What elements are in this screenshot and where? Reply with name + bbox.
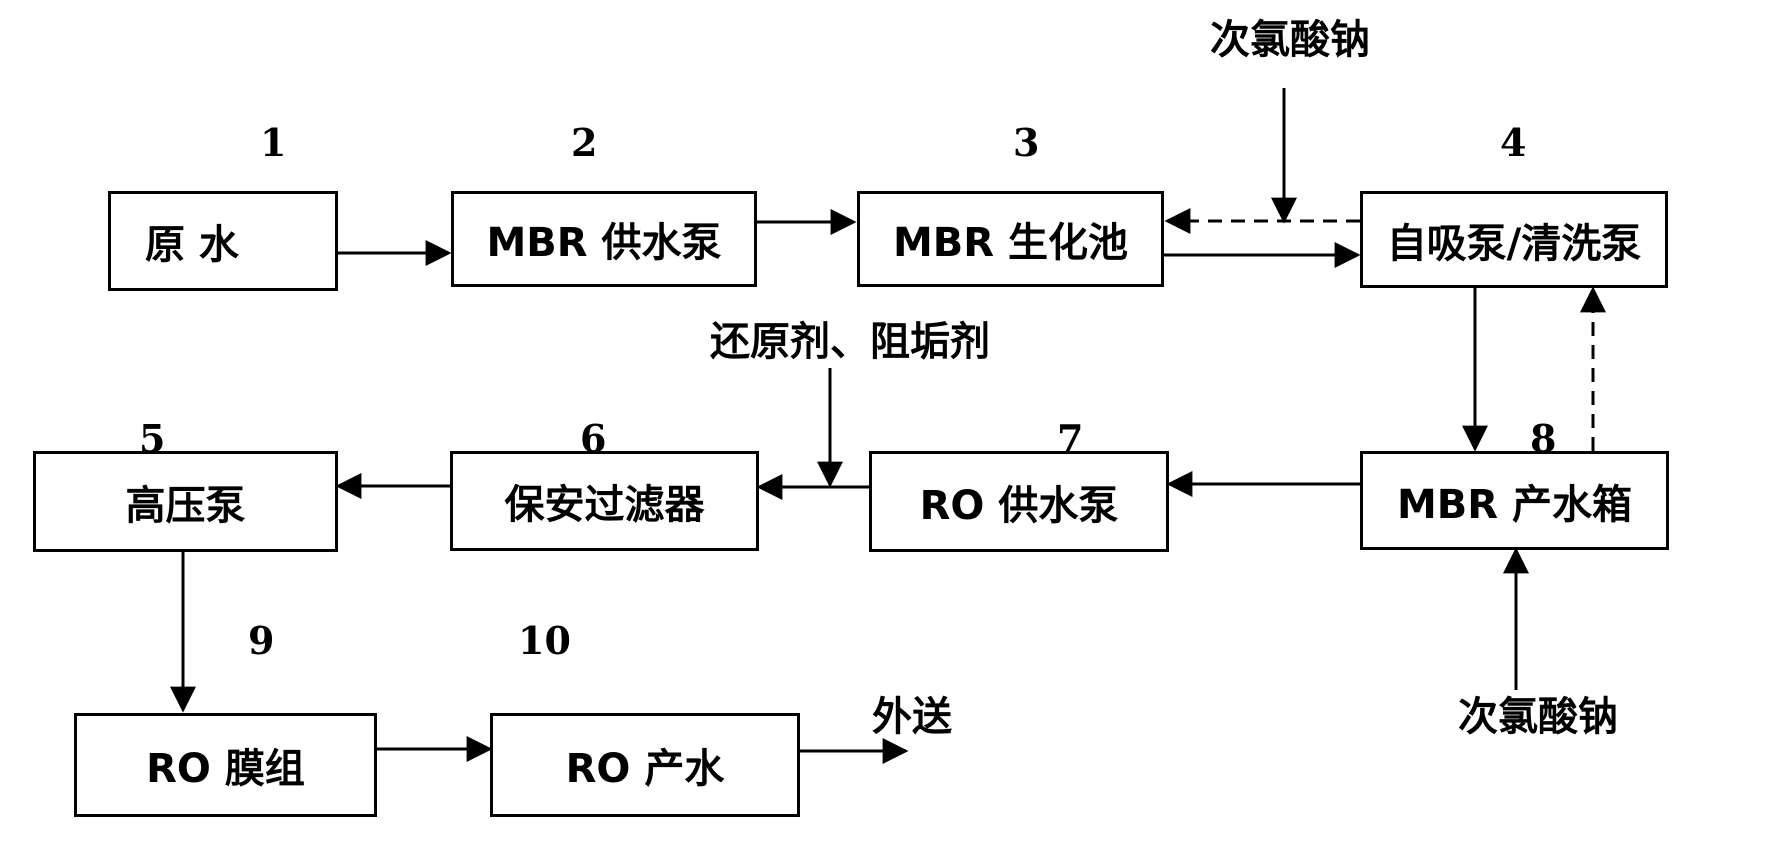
step-number-2: 2 (571, 120, 598, 165)
box-mbr-product-tank: MBR 产水箱 (1360, 451, 1669, 550)
label-hypochlorite-top: 次氯酸钠 (1210, 17, 1370, 63)
box-label-raw-water: 原 水 (145, 222, 239, 268)
label-reductant-antiscalant: 还原剂、阻垢剂 (710, 319, 990, 365)
box-label-high-pressure-pump: 高压泵 (125, 482, 246, 529)
box-high-pressure-pump: 高压泵 (33, 451, 338, 552)
box-label-security-filter: 保安过滤器 (504, 482, 705, 528)
step-number-4: 4 (1500, 120, 1527, 165)
step-number-6: 6 (580, 416, 607, 461)
step-number-9: 9 (248, 618, 275, 663)
step-number-5: 5 (139, 416, 166, 461)
box-label-mbr-product-tank: MBR 产水箱 (1396, 481, 1633, 528)
box-mbr-feed-pump: MBR 供水泵 (451, 191, 757, 287)
box-ro-feed-pump: RO 供水泵 (869, 451, 1169, 552)
box-label-mbr-bio-tank: MBR 生化池 (892, 220, 1129, 266)
box-self-prime-pump: 自吸泵/清洗泵 (1360, 191, 1668, 288)
step-number-7: 7 (1057, 416, 1084, 461)
box-raw-water: 原 水 (108, 191, 338, 291)
step-number-10: 10 (518, 618, 571, 663)
box-label-ro-membrane: RO 膜组 (146, 746, 305, 792)
box-label-self-prime-pump: 自吸泵/清洗泵 (1386, 220, 1642, 267)
label-export: 外送 (872, 694, 952, 740)
box-security-filter: 保安过滤器 (450, 451, 759, 551)
box-ro-membrane: RO 膜组 (74, 713, 377, 817)
label-hypochlorite-bottom: 次氯酸钠 (1458, 694, 1618, 740)
step-number-3: 3 (1013, 120, 1040, 165)
box-mbr-bio-tank: MBR 生化池 (857, 191, 1164, 287)
step-number-1: 1 (260, 120, 287, 165)
box-label-ro-product: RO 产水 (565, 746, 725, 792)
box-ro-product: RO 产水 (490, 713, 800, 817)
step-number-8: 8 (1530, 416, 1557, 461)
box-label-mbr-feed-pump: MBR 供水泵 (486, 220, 722, 266)
box-label-ro-feed-pump: RO 供水泵 (919, 482, 1119, 529)
